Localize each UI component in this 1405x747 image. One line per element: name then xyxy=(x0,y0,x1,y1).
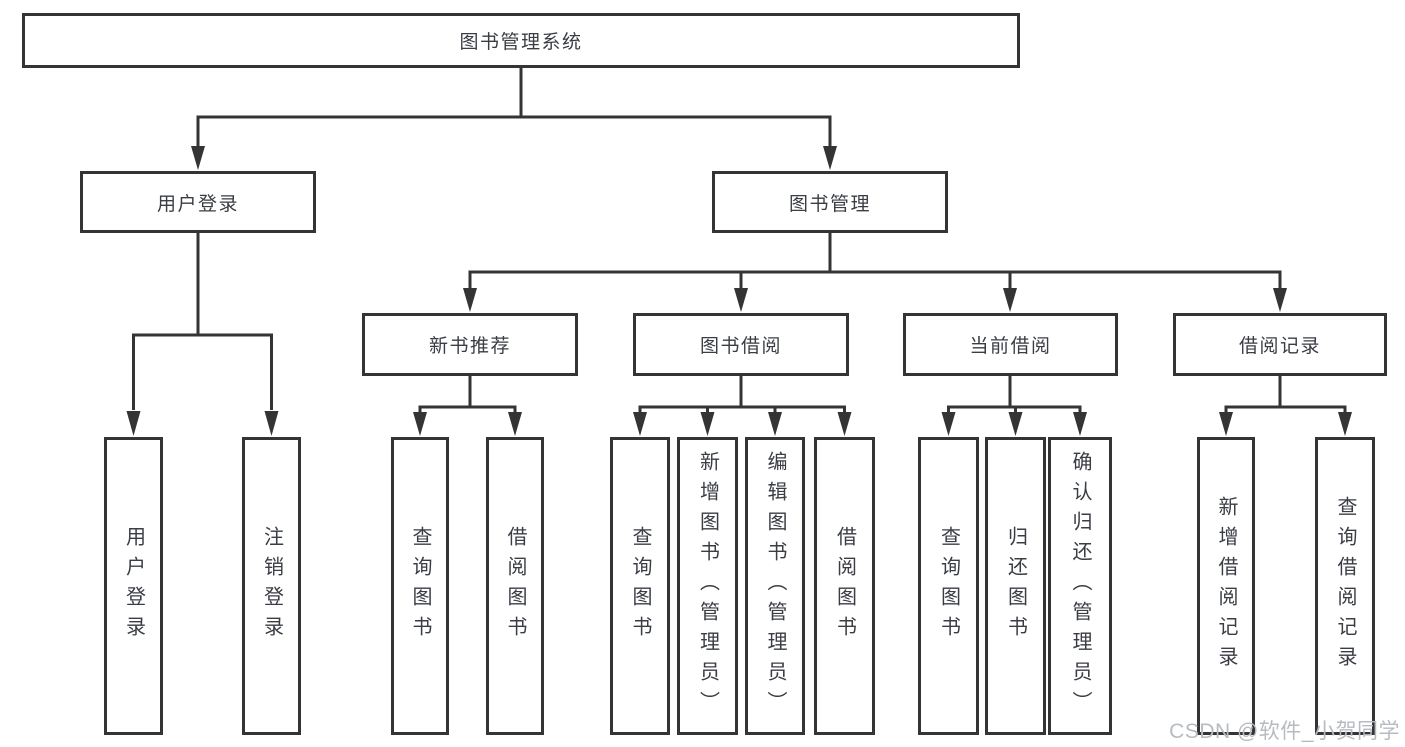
node-current-borrow-label: 当前借阅 xyxy=(969,336,1052,357)
csdn-watermark: CSDN @软件_小贺同学 xyxy=(1169,720,1400,743)
leaf-borrow-books-recommend: 借阅图书 xyxy=(486,437,544,735)
leaf-borrow-books-label: 借阅图书 xyxy=(833,526,856,646)
arrowheads-borrow-records xyxy=(1219,412,1352,436)
leaf-confirm-return-admin-label: 确认归还（管理员） xyxy=(1069,451,1091,721)
leaf-edit-books-admin: 编辑图书（管理员） xyxy=(745,437,805,735)
node-user-login-label: 用户登录 xyxy=(156,193,239,215)
node-book-management-label: 图书管理 xyxy=(788,193,871,215)
arrowheads-book-borrow xyxy=(633,412,852,436)
leaf-user-login: 用户登录 xyxy=(104,437,163,735)
leaf-query-borrow-record-label: 查询借阅记录 xyxy=(1334,496,1356,676)
edges-root xyxy=(196,68,832,147)
leaf-return-books: 归还图书 xyxy=(985,437,1046,735)
node-new-book-recommend-label: 新书推荐 xyxy=(428,336,511,357)
node-borrow-records: 借阅记录 xyxy=(1173,313,1387,376)
leaf-confirm-return-admin: 确认归还（管理员） xyxy=(1048,437,1112,735)
arrowheads-user-login xyxy=(126,411,279,436)
leaf-query-books-recommend-label: 查询图书 xyxy=(409,526,431,646)
node-user-login: 用户登录 xyxy=(80,171,316,233)
leaf-add-books-admin-label: 新增图书（管理员） xyxy=(696,451,719,721)
edges-current-borrow xyxy=(947,376,1082,413)
leaf-add-borrow-record-label: 新增借阅记录 xyxy=(1215,496,1237,676)
edges-borrow-records xyxy=(1224,376,1347,413)
leaf-logout: 注销登录 xyxy=(242,437,301,735)
arrowheads-book-management xyxy=(463,288,1287,312)
arrowheads-current-borrow xyxy=(941,412,1087,436)
leaf-logout-label: 注销登录 xyxy=(260,526,283,646)
leaf-borrow-books: 借阅图书 xyxy=(814,437,875,735)
edges-book-borrow xyxy=(638,376,846,413)
node-book-management: 图书管理 xyxy=(712,171,948,233)
edges-user-login xyxy=(132,233,273,410)
edges-book-management xyxy=(468,233,1282,288)
edges-new-book-recommend xyxy=(418,376,517,413)
node-library-management-system: 图书管理系统 xyxy=(22,13,1020,68)
leaf-borrow-books-recommend-label: 借阅图书 xyxy=(504,526,526,646)
node-book-borrow-label: 图书借阅 xyxy=(699,336,782,357)
arrowheads-new-book-recommend xyxy=(413,412,522,436)
leaf-query-books-recommend: 查询图书 xyxy=(391,437,449,735)
leaf-add-books-admin: 新增图书（管理员） xyxy=(677,437,738,735)
node-book-borrow: 图书借阅 xyxy=(633,313,849,376)
node-new-book-recommend: 新书推荐 xyxy=(362,313,578,376)
leaf-query-books-current: 查询图书 xyxy=(918,437,979,735)
arrowheads-root xyxy=(191,146,837,170)
node-library-management-system-label: 图书管理系统 xyxy=(459,32,583,53)
leaf-query-borrow-record: 查询借阅记录 xyxy=(1315,437,1375,735)
node-current-borrow: 当前借阅 xyxy=(903,313,1118,376)
leaf-edit-books-admin-label: 编辑图书（管理员） xyxy=(764,451,786,721)
leaf-query-books-current-label: 查询图书 xyxy=(937,526,960,646)
node-borrow-records-label: 借阅记录 xyxy=(1238,336,1321,357)
leaf-user-login-label: 用户登录 xyxy=(122,526,145,646)
leaf-return-books-label: 归还图书 xyxy=(1004,526,1027,646)
leaf-query-books-borrow: 查询图书 xyxy=(610,437,670,735)
leaf-add-borrow-record: 新增借阅记录 xyxy=(1197,437,1255,735)
leaf-query-books-borrow-label: 查询图书 xyxy=(629,526,651,646)
